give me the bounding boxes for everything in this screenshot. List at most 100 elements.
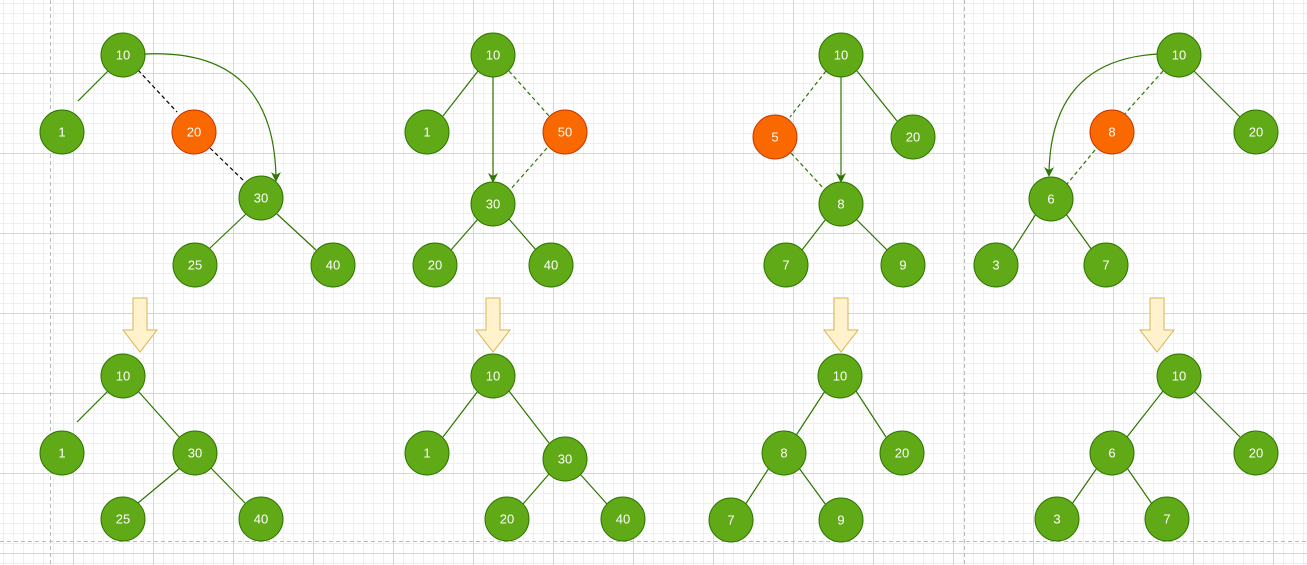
- removed-node: 8: [1089, 109, 1135, 155]
- svg-text:40: 40: [254, 512, 268, 527]
- dashed-edge: [789, 70, 827, 118]
- down-arrow: [1138, 297, 1176, 353]
- svg-text:7: 7: [1102, 258, 1109, 273]
- panel-4: 10 8 20 6 3 7 10 6 20 3 7: [973, 32, 1279, 542]
- tree-node: 10: [818, 32, 864, 78]
- dashed-edge: [509, 147, 548, 191]
- edge: [579, 473, 608, 505]
- svg-text:20: 20: [500, 512, 514, 527]
- tree-node: 20: [1233, 430, 1279, 476]
- svg-text:7: 7: [727, 513, 734, 528]
- svg-text:9: 9: [837, 513, 844, 528]
- svg-text:7: 7: [1163, 512, 1170, 527]
- panel-3: 10 5 20 8 7 9 10 8 20 7 9: [708, 32, 936, 543]
- svg-text:1: 1: [58, 125, 65, 140]
- tree-node: 40: [310, 242, 356, 288]
- tree-node: 6: [1028, 176, 1074, 222]
- bypass-arrow: [144, 53, 281, 182]
- removed-node: 20: [171, 109, 217, 155]
- tree-node: 10: [100, 353, 146, 399]
- edge: [856, 70, 898, 122]
- svg-text:20: 20: [906, 130, 920, 145]
- dashed-edge: [137, 69, 178, 113]
- tree-node: 20: [412, 242, 458, 288]
- svg-text:6: 6: [1108, 446, 1115, 461]
- svg-text:9: 9: [899, 258, 906, 273]
- svg-text:10: 10: [833, 369, 847, 384]
- svg-text:20: 20: [895, 446, 909, 461]
- svg-text:40: 40: [616, 512, 630, 527]
- tree-node: 20: [879, 430, 925, 476]
- panel-2: 10 1 50 30 20 40 10 1 30 20 40: [404, 32, 646, 542]
- edge: [522, 473, 550, 505]
- tree-node: 10: [470, 32, 516, 78]
- down-arrow: [121, 297, 159, 353]
- tree-node: 7: [1144, 496, 1190, 542]
- panel-1-after-tree: 10 1 30 25 40: [39, 353, 284, 542]
- edge: [794, 390, 826, 438]
- svg-text:20: 20: [187, 125, 201, 140]
- svg-text:10: 10: [116, 48, 130, 63]
- svg-text:8: 8: [837, 197, 844, 212]
- tree-node: 7: [708, 497, 754, 543]
- edge: [1012, 213, 1037, 251]
- edge: [210, 467, 246, 504]
- tree-node: 7: [763, 242, 809, 288]
- panel-2-after-tree: 10 1 30 20 40: [404, 353, 646, 542]
- svg-text:7: 7: [782, 258, 789, 273]
- tree-node: 9: [818, 497, 864, 543]
- tree-node: 10: [1156, 353, 1202, 399]
- tree-node: 40: [238, 496, 284, 542]
- edge: [508, 390, 550, 444]
- edge: [1065, 213, 1093, 251]
- svg-text:20: 20: [428, 258, 442, 273]
- panel-1: 10 1 20 30 25 40 10 1 30 25 40: [39, 32, 356, 542]
- svg-text:30: 30: [486, 197, 500, 212]
- svg-text:20: 20: [1249, 446, 1263, 461]
- edge: [801, 218, 827, 251]
- svg-text:30: 30: [188, 446, 202, 461]
- svg-text:3: 3: [992, 258, 999, 273]
- bypass-arrow: [1044, 53, 1159, 177]
- tree-node: 10: [470, 353, 516, 399]
- removed-node: 50: [542, 109, 588, 155]
- tree-node: 7: [1083, 242, 1129, 288]
- panel-1-before-tree: 10 1 20 30 25 40: [39, 32, 356, 288]
- edge: [1193, 390, 1241, 438]
- svg-text:1: 1: [423, 125, 430, 140]
- tree-node: 30: [470, 181, 516, 227]
- tree-node: 30: [172, 430, 218, 476]
- panel-4-before-tree: 10 8 20 6 3 7: [973, 32, 1279, 288]
- dashed-edge: [1066, 149, 1096, 185]
- dashed-edge: [209, 147, 246, 183]
- svg-text:30: 30: [254, 191, 268, 206]
- svg-text:40: 40: [544, 258, 558, 273]
- svg-text:8: 8: [1108, 125, 1115, 140]
- edge: [442, 390, 479, 438]
- edge: [137, 467, 181, 504]
- tree-node: 1: [404, 109, 450, 155]
- panel-3-before-tree: 10 5 20 8 7 9: [752, 32, 936, 288]
- svg-text:20: 20: [1249, 125, 1263, 140]
- tree-node: 30: [238, 175, 284, 221]
- svg-text:10: 10: [486, 48, 500, 63]
- tree-node: 30: [542, 436, 588, 482]
- tree-node: 25: [100, 496, 146, 542]
- dashed-edge: [508, 70, 550, 117]
- edge: [1126, 390, 1164, 438]
- svg-text:10: 10: [116, 369, 130, 384]
- svg-text:30: 30: [558, 452, 572, 467]
- svg-text:10: 10: [1172, 369, 1186, 384]
- tree-node: 10: [1156, 32, 1202, 78]
- panel-2-before-tree: 10 1 50 30 20 40: [404, 32, 588, 288]
- tree-node: 9: [880, 242, 926, 288]
- svg-text:40: 40: [326, 258, 340, 273]
- svg-text:5: 5: [771, 130, 778, 145]
- tree-node: 3: [973, 242, 1019, 288]
- down-arrow: [474, 297, 512, 353]
- panel-4-after-tree: 10 6 20 3 7: [1034, 353, 1279, 542]
- svg-text:8: 8: [780, 446, 787, 461]
- svg-text:10: 10: [834, 48, 848, 63]
- tree-node: 1: [39, 109, 85, 155]
